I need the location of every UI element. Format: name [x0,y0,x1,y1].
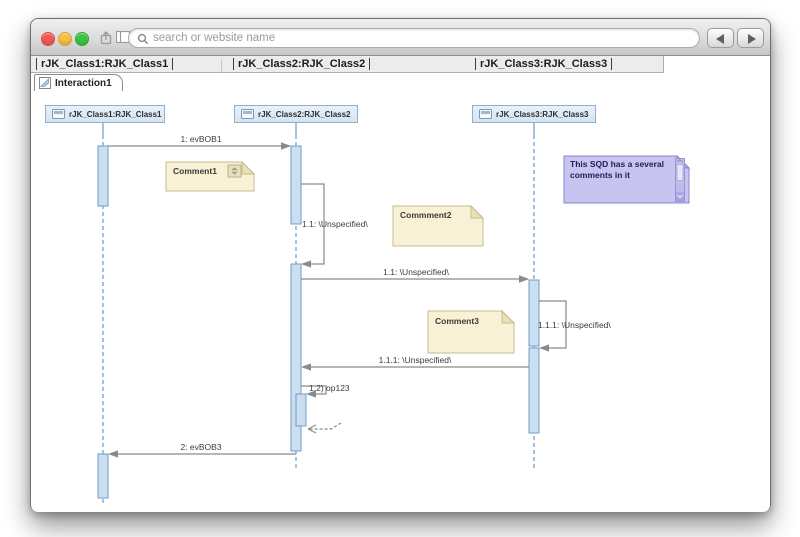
message-label-op123: 1.2) op123 [309,383,350,393]
header-divider [172,58,174,70]
chevron-down-icon [676,194,684,199]
pane-header-class3[interactable]: rJK_Class3:RJK_Class3 [475,57,613,71]
share-icon[interactable] [100,31,112,45]
pane-header-label: rJK_Class3:RJK_Class3 [480,58,608,70]
comment3-text: Comment3 [435,316,479,326]
header-divider [369,58,371,70]
minimize-window-button[interactable] [58,32,72,46]
object-icon [479,109,492,119]
note-fold-icon [470,204,485,219]
message-self-class2-loop[interactable] [301,183,325,265]
lifeline-label: rJK_Class2:RJK_Class2 [258,109,351,119]
browser-window: rJK_Class1:RJK_Class1 rJK_Class2:RJK_Cla… [30,18,771,512]
nav-buttons [707,28,765,48]
chevron-down-icon [231,171,238,175]
arrowhead-icon [306,390,316,398]
comment1-stepper[interactable] [227,164,242,178]
search-input[interactable] [153,29,693,47]
scrollbar-thumb[interactable] [676,164,684,181]
pane-header-label: rJK_Class2:RJK_Class2 [238,58,366,70]
pane-header-class1[interactable]: rJK_Class1:RJK_Class1 [36,57,174,71]
back-arrow-icon [716,34,724,44]
lifeline-head-class2[interactable]: rJK_Class2:RJK_Class2 [234,105,358,123]
activation-class2-nested[interactable] [295,393,307,427]
comment2-note[interactable] [392,205,484,247]
chevron-up-icon [677,158,683,163]
sequence-diagram-canvas: rJK_Class1:RJK_Class1 rJK_Class2:RJK_Cla… [31,91,770,512]
arrowhead-icon [108,450,118,458]
purple-note-scrollbar[interactable] [675,158,685,202]
object-icon [241,109,254,119]
message-op123-return-dashed[interactable] [308,422,342,430]
header-divider [611,58,613,70]
arrowhead-icon [539,344,549,352]
comment1-text: Comment1 [173,166,217,176]
arrowhead-icon [519,275,529,283]
message-label-unspecified-3: 1.1.1: \Unspecified\ [538,320,611,330]
message-label-unspecified-1: 1.1: \Unspecified\ [302,219,368,229]
activation-class3-first[interactable] [528,279,540,347]
search-icon [137,33,149,45]
sequence-diagram-icon [39,77,51,89]
tab-label: Interaction1 [55,77,112,89]
activation-class2-first[interactable] [290,145,302,225]
arrowhead-icon [281,142,291,150]
message-label-evBOB3: 2: evBOB3 [180,442,222,452]
chevron-up-icon [231,167,238,171]
header-divider [233,58,234,70]
close-window-button[interactable] [41,32,55,46]
message-op123-loop[interactable] [301,385,327,395]
forward-arrow-icon [748,34,756,44]
comment2-text: Commment2 [400,210,452,220]
pane-header-label: rJK_Class1:RJK_Class1 [41,58,169,70]
comment3-note[interactable] [427,310,515,354]
title-bar [31,19,770,56]
diagram-graphics [97,123,691,503]
tab-interaction1[interactable]: Interaction1 [34,74,123,91]
note-fold-icon [241,160,256,175]
zoom-window-button[interactable] [75,32,89,46]
arrowhead-icon [301,363,311,371]
back-button[interactable] [707,28,734,48]
pane-header-strip: rJK_Class1:RJK_Class1 rJK_Class2:RJK_Cla… [31,56,664,73]
message-self-class3-loop[interactable] [539,300,567,349]
activation-class2-second[interactable] [290,263,302,452]
arrowhead-icon [301,260,311,268]
lifeline-head-class3[interactable]: rJK_Class3:RJK_Class3 [472,105,596,123]
lifeline-label: rJK_Class3:RJK_Class3 [496,109,589,119]
diagram-tab-row: Interaction1 [31,73,770,91]
activation-class1-bottom[interactable] [97,453,109,499]
lifeline-head-class1[interactable]: rJK_Class1:RJK_Class1 [45,105,165,123]
header-divider [475,58,476,70]
activation-class3-second[interactable] [528,347,540,434]
pane-header-class2[interactable]: rJK_Class2:RJK_Class2 [233,57,371,71]
header-divider [36,58,37,70]
sqd-comment-text: This SQD has a several comments in it [570,159,665,180]
object-icon [52,109,65,119]
activation-class1-top[interactable] [97,145,109,207]
lifeline-label: rJK_Class1:RJK_Class1 [69,109,162,119]
forward-button[interactable] [737,28,764,48]
open-arrowhead-icon [307,424,317,434]
sqd-comment-note[interactable] [563,155,690,204]
note-fold-icon [501,309,516,324]
message-label-unspecified-2: 1.1: \Unspecified\ [383,267,449,277]
message-label-unspecified-4: 1.1.1: \Unspecified\ [378,355,452,365]
message-label-evBOB1: 1: evBOB1 [180,134,222,144]
address-search-field[interactable] [128,28,700,48]
